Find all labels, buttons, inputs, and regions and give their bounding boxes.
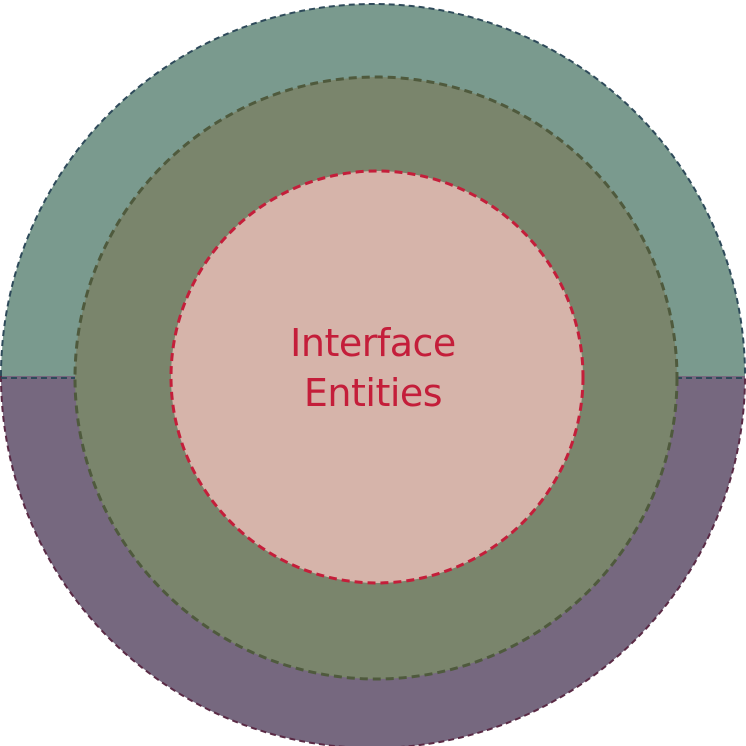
- center-label-line1: Interface: [290, 321, 456, 365]
- outer-ring-top-outline: [0, 3, 746, 377]
- inner-circle-interface-entities: [169, 169, 585, 585]
- outer-ring-bottom-outline: [0, 375, 746, 746]
- center-label-line2: Entities: [303, 371, 443, 415]
- center-label: Interface Entities: [223, 318, 523, 418]
